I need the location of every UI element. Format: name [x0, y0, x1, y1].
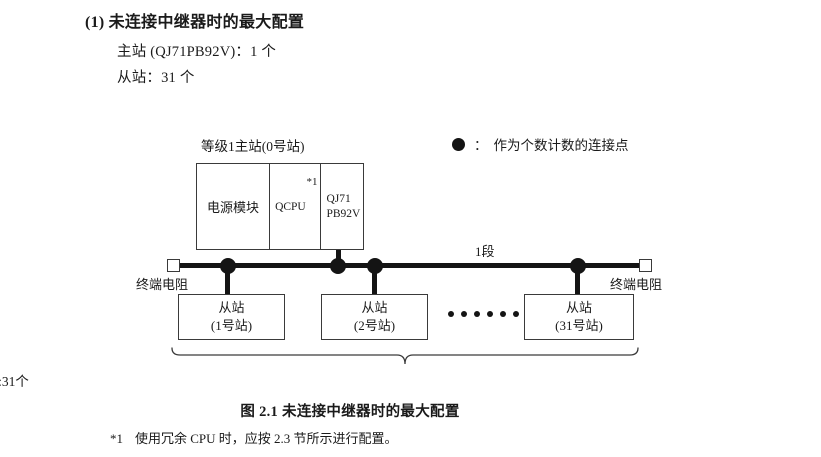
qj71pb92v-label-line1: QJ71	[326, 193, 351, 206]
connection-node	[330, 258, 346, 274]
ellipsis-dot	[513, 311, 519, 317]
filled-circle-icon	[452, 137, 465, 151]
slave-1-line1: 从站	[218, 300, 245, 316]
slave-31-line2: (31号站)	[555, 318, 603, 333]
section-title: 未连接中继器时的最大配置	[108, 14, 305, 31]
terminator-resistor-left-icon	[167, 259, 180, 272]
power-supply-label: 电源模块	[207, 200, 260, 215]
footnote: *1 使用冗余 CPU 时，应按 2.3 节所示进行配置。	[110, 428, 398, 447]
qcpu-footnote-mark: *1	[306, 176, 318, 188]
network-trunk-line	[180, 263, 646, 268]
slave-2-line1: 从站	[361, 300, 388, 316]
rack-cell-qj71pb92v: QJ71 PB92V	[321, 164, 363, 249]
footnote-mark: *1	[110, 431, 123, 446]
master-rack-caption: 等级1主站(0号站)	[201, 139, 305, 154]
slave-drop-line-2	[372, 266, 377, 295]
slave-group-brace-label-wrap: 从站:31个	[0, 370, 810, 390]
segment-label: 1段	[475, 244, 495, 259]
slave-drop-line-31	[575, 266, 580, 295]
spec-master-count: 主站 (QJ71PB92V)：1 个	[117, 44, 277, 60]
slave-station-box-1: 从站 (1号站)	[178, 294, 285, 340]
section-number: (1)	[85, 14, 105, 31]
qj71pb92v-label-line2: PB92V	[326, 207, 361, 220]
ellipsis-dot	[500, 311, 506, 317]
slave-station-box-2: 从站 (2号站)	[321, 294, 428, 340]
master-rack: 电源模块 QCPU *1 QJ71 PB92V	[196, 163, 364, 250]
slave-drop-line-1	[225, 266, 230, 295]
legend-label: 作为个数计数的连接点	[493, 138, 629, 153]
qj71pb92v-label: QJ71 PB92V	[326, 192, 360, 221]
footnote-text: 使用冗余 CPU 时，应按 2.3 节所示进行配置。	[135, 431, 398, 446]
ellipsis-dot	[474, 311, 480, 317]
section-heading: (1)未连接中继器时的最大配置	[85, 8, 304, 32]
ellipsis-dot	[487, 311, 493, 317]
brace-shape-icon	[171, 347, 639, 365]
rack-cell-power-supply: 电源模块	[197, 164, 271, 249]
terminator-resistor-right-icon	[639, 259, 652, 272]
slave-group-brace-label: 从站:31个	[0, 374, 29, 389]
slave-station-box-31: 从站 (31号站)	[524, 294, 634, 340]
terminator-resistor-right-label: 终端电阻	[610, 277, 663, 292]
slave-1-line2: (1号站)	[210, 318, 253, 333]
legend-colon: ：	[474, 138, 488, 153]
rack-cell-qcpu: QCPU *1	[270, 164, 322, 249]
slave-2-line2: (2号站)	[353, 318, 396, 333]
ellipsis-dots	[448, 311, 519, 317]
terminator-resistor-left-label: 终端电阻	[136, 277, 189, 292]
slave-group-brace	[170, 346, 640, 368]
ellipsis-dot	[461, 311, 467, 317]
legend: ： 作为个数计数的连接点	[452, 134, 629, 154]
ellipsis-dot	[448, 311, 454, 317]
slave-31-line1: 从站	[565, 300, 592, 316]
qcpu-label: QCPU	[275, 200, 306, 213]
figure-caption: 图 2.1 未连接中继器时的最大配置	[240, 404, 460, 420]
spec-slave-count: 从站：31 个	[117, 70, 195, 86]
